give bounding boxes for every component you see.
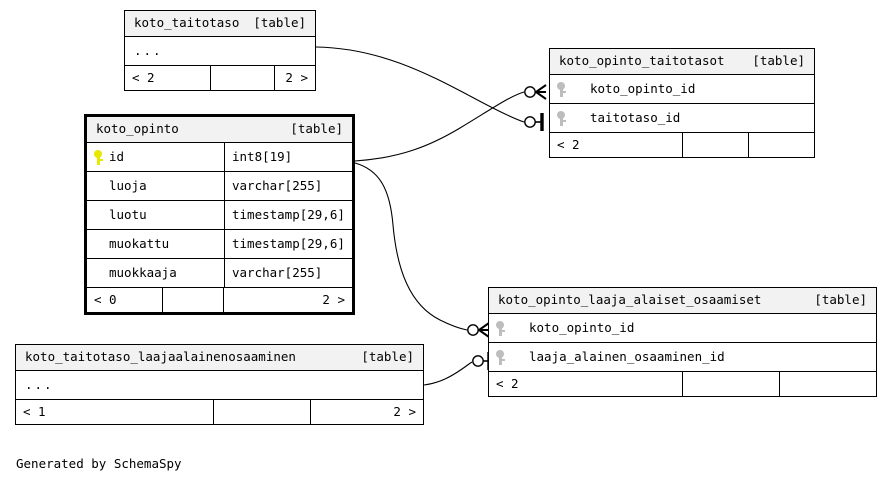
column-type: int8[19] [224,143,352,171]
table-row[interactable]: id int8[19] [87,143,352,172]
column-name-cell: muokattu [87,237,224,252]
edge-koto_opinto-to-laaja_alaiset_osaamiset [354,162,468,331]
column-name-cell: taitotaso_id [550,109,814,126]
table-footer: < 2 [489,372,876,396]
footer-prev-count[interactable]: < 2 [550,133,683,157]
marker-one-laaja_alainen_osaaminen_id [472,352,491,370]
edge-koto_taitotaso-to-taitotaso_id [315,46,525,123]
table-row[interactable]: luoja varchar[255] [87,172,352,201]
table-footer: < 0 2 > [87,288,352,312]
footer-next-count[interactable]: 2 > [393,403,416,419]
table-type-tag: [table] [361,349,414,365]
table-row[interactable]: muokattu timestamp[29,6] [87,230,352,259]
table-koto_taitotaso_laajaalainenosaaminen[interactable]: koto_taitotaso_laajaalainenosaaminen [ta… [15,344,424,425]
column-name-cell: id [87,148,224,165]
column-name-cell: muokkaaja [87,266,224,281]
footer-next-count [749,133,814,157]
foreign-key-icon [496,349,505,365]
no-key-icon [94,237,103,252]
column-type: varchar[255] [224,172,352,200]
table-row[interactable]: taitotaso_id [550,104,814,133]
foreign-key-icon [496,320,505,336]
footer-prev-count[interactable]: < 2 [489,372,683,396]
table-footer: < 2 [550,133,814,157]
table-type-tag: [table] [253,15,307,31]
table-ellipsis-row: ... [16,371,423,400]
table-name: koto_opinto_taitotasot [559,53,725,69]
table-header[interactable]: koto_taitotaso_laajaalainenosaaminen [ta… [16,345,423,371]
table-type-tag: [table] [290,121,343,137]
foreign-key-icon [557,110,566,126]
table-koto_opinto_taitotasot[interactable]: koto_opinto_taitotasot [table] koto_opin… [549,48,815,158]
column-name: luotu [109,206,147,222]
table-row[interactable]: koto_opinto_id [550,75,814,104]
table-ellipsis-row: ... [125,37,315,66]
generator-note: Generated by SchemaSpy [16,456,182,471]
footer-middle [683,372,780,396]
primary-key-icon [94,149,103,165]
table-name: koto_opinto_laaja_alaiset_osaamiset [498,292,762,308]
edge-taitotaso_laaja-to-laaja_alainen_osaaminen_id [423,361,473,386]
column-name-cell: luoja [87,179,224,194]
table-row[interactable]: muokkaaja varchar[255] [87,259,352,288]
column-name-cell: laaja_alainen_osaaminen_id [489,348,876,365]
footer-prev-count[interactable]: < 2 [125,66,211,90]
table-type-tag: [table] [752,53,805,69]
footer-next-count[interactable]: 2 > [285,69,308,85]
table-name: koto_opinto [96,121,179,137]
table-type-tag: [table] [814,292,867,308]
table-koto_opinto[interactable]: koto_opinto [table] id int8[19] luoja va… [84,114,355,315]
table-name: koto_taitotaso_laajaalainenosaaminen [25,349,296,365]
table-row[interactable]: luotu timestamp[29,6] [87,201,352,230]
edge-koto_opinto-to-koto_opinto_taitotasot [354,91,525,162]
table-footer: < 2 2 > [125,66,315,90]
footer-middle [163,288,224,312]
table-header[interactable]: koto_opinto_taitotasot [table] [550,49,814,75]
column-name-cell: koto_opinto_id [489,319,876,336]
footer-middle [683,133,749,157]
column-name: id [109,148,125,164]
column-name: muokattu [109,235,170,251]
footer-prev-count[interactable]: < 1 [16,400,214,424]
column-type: timestamp[29,6] [224,230,352,258]
column-type: timestamp[29,6] [224,201,352,229]
column-name: koto_opinto_id [529,319,635,335]
column-name: muokkaaja [109,264,177,280]
table-koto_taitotaso[interactable]: koto_taitotaso [table] ... < 2 2 > [124,10,316,91]
table-koto_opinto_laaja_alaiset_osaamiset[interactable]: koto_opinto_laaja_alaiset_osaamiset [tab… [488,287,877,397]
column-name: laaja_alainen_osaaminen_id [529,348,725,364]
column-type: varchar[255] [224,259,352,287]
column-name: taitotaso_id [590,109,681,125]
no-key-icon [94,266,103,281]
footer-prev-count[interactable]: < 0 [87,288,163,312]
table-header[interactable]: koto_taitotaso [table] [125,11,315,37]
marker-many-laaja_alaiset_osaamiset [467,322,490,338]
table-header[interactable]: koto_opinto_laaja_alaiset_osaamiset [tab… [489,288,876,314]
no-key-icon [94,179,103,194]
table-name: koto_taitotaso [134,15,240,31]
table-row[interactable]: koto_opinto_id [489,314,876,343]
column-name: koto_opinto_id [590,80,696,96]
table-header[interactable]: koto_opinto [table] [87,117,352,143]
column-name-cell: luotu [87,208,224,223]
footer-next-count [780,372,876,396]
table-row[interactable]: laaja_alainen_osaaminen_id [489,343,876,372]
column-name: luoja [109,177,147,193]
no-key-icon [94,208,103,223]
foreign-key-icon [557,81,566,97]
footer-next-count[interactable]: 2 > [322,291,345,307]
footer-middle [214,400,311,424]
column-name-cell: koto_opinto_id [550,80,814,97]
footer-middle [211,66,275,90]
marker-many-koto_opinto_taitotasot [524,84,547,100]
table-footer: < 1 2 > [16,400,423,424]
marker-one-taitotaso_id [524,113,544,131]
